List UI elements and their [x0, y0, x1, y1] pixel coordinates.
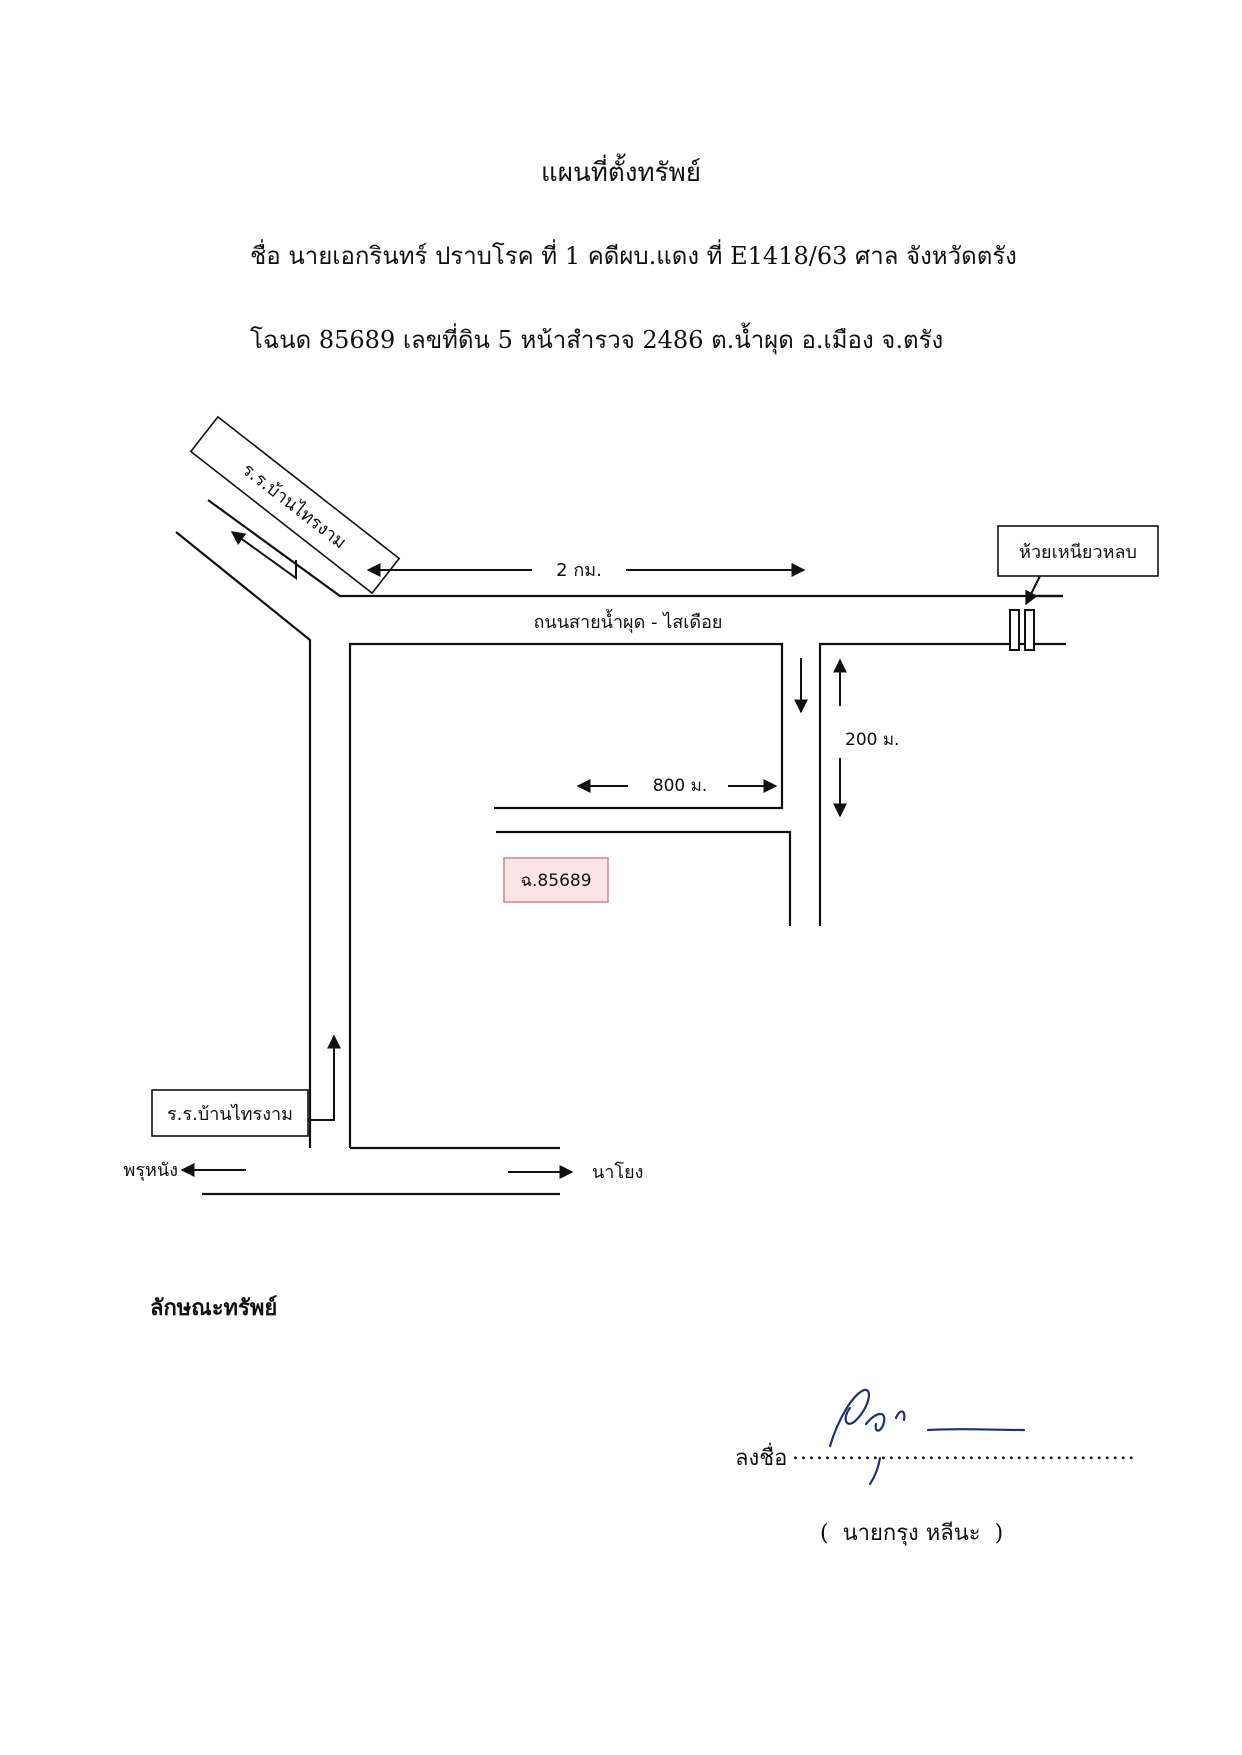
distance-branch-text: 800 ม.	[653, 776, 707, 796]
road-lines	[175, 499, 1066, 1196]
school-top-text: ร.ร.บ้านไทรงาม	[238, 458, 351, 553]
direction-left-text: พรุหนัง	[124, 1160, 179, 1181]
signature-label: ลงชื่อ	[735, 1446, 788, 1471]
signature-line: ........................................…	[792, 1440, 1136, 1465]
paren-open: (	[820, 1521, 829, 1546]
distance-side-arrows	[794, 658, 847, 818]
school-bottom-box	[151, 1089, 309, 1137]
plot-box	[503, 857, 609, 903]
road-name-text: ถนนสายน้ำผุด - ไสเดือย	[534, 609, 723, 633]
school-top-pointer	[230, 531, 297, 580]
distance-side-text: 200 ม.	[845, 730, 899, 750]
document-title: แผนที่ตั้งทรัพย์	[541, 158, 701, 188]
plot-text: ฉ.85689	[520, 871, 591, 891]
creek-pointer	[1025, 575, 1041, 606]
signer-name: นายกรุง หลีนะ	[842, 1521, 981, 1546]
school-bottom-pointer	[308, 1034, 341, 1121]
diagonal-road-edge-inner	[207, 499, 1063, 598]
creek-label-text: ห้วยเหนียวหลบ	[1019, 542, 1137, 563]
diagonal-road-edge-outer	[175, 531, 312, 1148]
main-road-edge-lower	[348, 642, 784, 1148]
handwritten-signature	[828, 1388, 1026, 1486]
direction-right-text: นาโยง	[592, 1161, 643, 1183]
creek-label-box	[997, 525, 1159, 577]
signer-name-line: ( นายกรุง หลีนะ)	[820, 1515, 1003, 1550]
creek-bridge	[1009, 609, 1035, 651]
school-bottom-text: ร.ร.บ้านไทรงาม	[167, 1103, 293, 1125]
owner-case-line: ชื่อ นายเอกรินทร์ ปราบโรค ที่ 1 คดีผบ.แด…	[250, 242, 1017, 270]
branch-road-edge	[496, 830, 792, 926]
property-heading: ลักษณะทรัพย์	[150, 1295, 278, 1321]
distance-top-text: 2 กม.	[556, 560, 602, 581]
deed-location-line: โฉนด 85689 เลขที่ดิน 5 หน้าสำรวจ 2486 ต.…	[250, 326, 944, 354]
main-road-edge-lower-east	[818, 642, 1066, 926]
paren-close: )	[994, 1521, 1004, 1546]
